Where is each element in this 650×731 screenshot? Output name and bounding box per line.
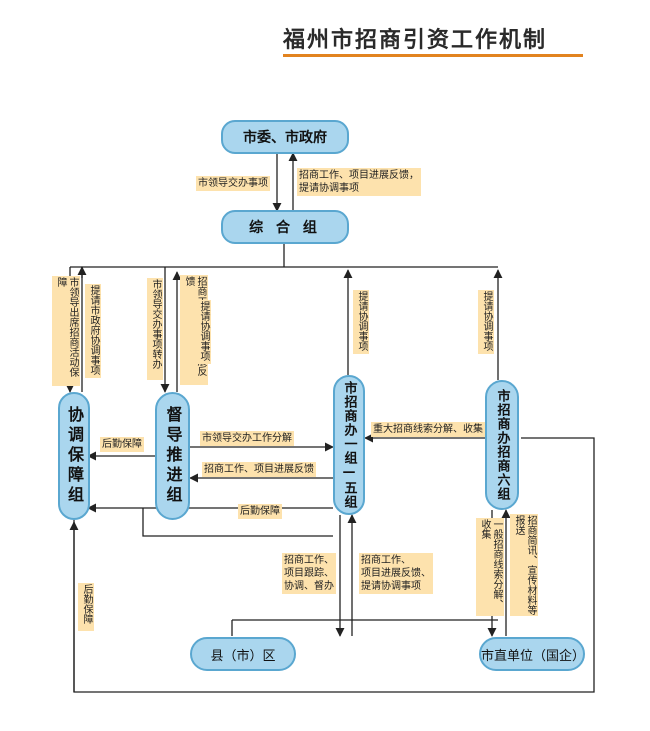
node-city-units: 市直单位（国企）	[479, 637, 585, 671]
page-title: 福州市招商引资工作机制	[283, 28, 548, 53]
label-coord-leader-events: 市领导出席招商活动保障	[52, 276, 80, 386]
label-major-leads: 重大招商线索分解、收集	[371, 422, 485, 437]
node-office-groups-1-5: 市招商办一组—五组	[333, 375, 365, 515]
node-office-group-6: 市招商办招商六组	[485, 380, 519, 510]
label-general-leads: 一般招商线索分解、收集	[476, 518, 504, 616]
label-coord-gov-request: 提请市政府协调事项	[85, 284, 101, 378]
node-supervision-group: 督导推进组	[155, 392, 190, 520]
label-progress-feedback: 招商工作、项目进展反馈	[202, 462, 316, 477]
label-promo-materials: 招商简讯、宣传材料等报送	[510, 514, 538, 616]
label-logistics-3: 后勤保障	[78, 583, 94, 631]
node-general-group: 综 合 组	[221, 210, 349, 244]
label-logistics-2: 后勤保障	[238, 504, 282, 519]
node-city-government: 市委、市政府	[221, 120, 349, 154]
label-sup-request: 提请协调事项	[195, 300, 211, 364]
node-county: 县（市）区	[190, 637, 296, 671]
label-county-feedback: 招商工作、 项目进展反馈、 提请协调事项	[359, 553, 433, 594]
node-coordination-group: 协调保障组	[58, 392, 90, 520]
label-sup-forward: 市领导交办事项转办	[147, 278, 163, 380]
label-county-tracking: 招商工作、 项目跟踪、 协调、督办	[282, 553, 336, 594]
label-logistics-1: 后勤保障	[100, 437, 144, 452]
label-office6-request: 提请协调事项	[478, 290, 494, 354]
label-leader-work-split: 市领导交办工作分解	[200, 431, 294, 446]
title-underline	[283, 54, 583, 57]
label-office15-request: 提请协调事项	[353, 290, 369, 354]
label-report-up: 招商工作、项目进展反馈， 提请协调事项	[297, 168, 421, 196]
label-leader-assign: 市领导交办事项	[196, 176, 270, 191]
